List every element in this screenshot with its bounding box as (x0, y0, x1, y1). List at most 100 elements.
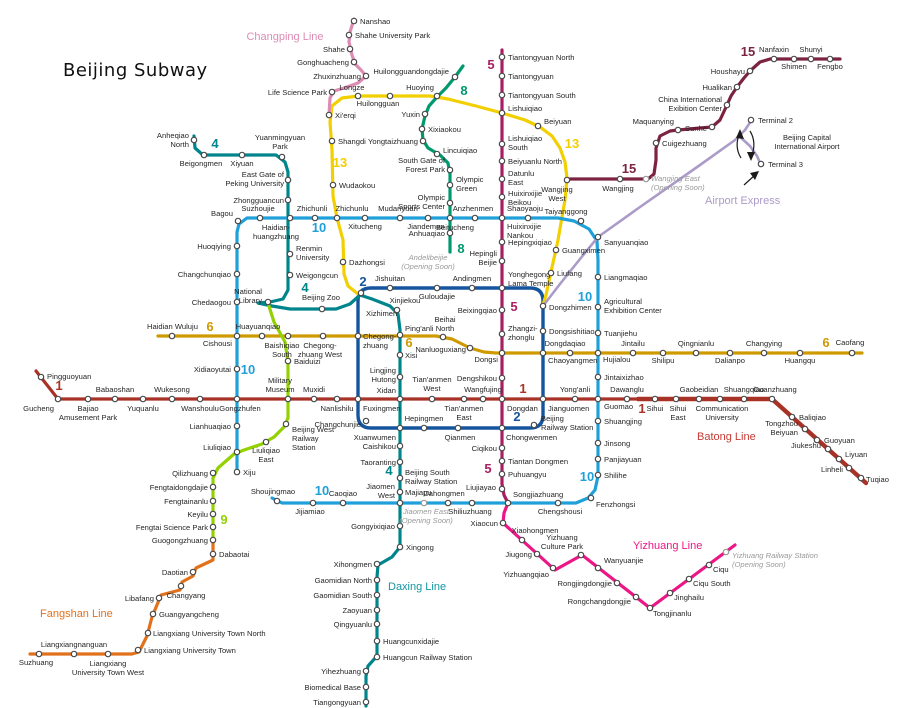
station-label-majiapu: Majiapu (405, 488, 432, 497)
station-changying (760, 349, 768, 357)
station-nanfaxin (770, 55, 778, 63)
station-label-jintaixizhao: Jintaixizhao (604, 373, 644, 382)
station-label-ciqu: Ciqu (713, 565, 729, 574)
line-badge-5: 5 (510, 299, 517, 314)
station-zhichunlu (333, 214, 341, 222)
station-fenzhongsi (587, 494, 595, 502)
station-songjiazhuang (504, 499, 512, 507)
station-guoyuan (813, 436, 821, 444)
station-label-sihui: Sihui (647, 404, 664, 413)
station-dengshikou (498, 374, 506, 382)
station-tian-anmen-east (460, 395, 468, 403)
station-label-jintailu: Jintailu (621, 339, 645, 348)
station-tian-anmen-west (428, 395, 436, 403)
station-shaoyaoju (524, 214, 532, 222)
station-label-terminal-2: Terminal 2 (758, 116, 793, 125)
station-label-xihongmen: Xihongmen (334, 560, 372, 569)
station-label-tuqiao: Tuqiao (866, 475, 889, 484)
station-label-fengtaidongdajie: Fengtaidongdajie (150, 483, 208, 492)
station-label-shahe: Shahe (323, 45, 345, 54)
station-linheli (845, 464, 853, 472)
station-chongwenmen (498, 424, 506, 432)
line-badge-2: 2 (359, 274, 366, 289)
station-label-huangcunxidajie: Huangcunxidajie (383, 637, 439, 646)
station-hepingxiqiao (498, 238, 506, 246)
station-dawanglu (623, 395, 631, 403)
station-fengbo (826, 55, 834, 63)
station-xidan (396, 395, 404, 403)
station-changchunjie (362, 417, 370, 425)
station-jiukeshu (824, 445, 832, 453)
station-suzhoujie (256, 214, 264, 222)
station-qingnianlu (692, 349, 700, 357)
station-beixingqiao (498, 306, 506, 314)
station-label-xizhimen: Xizhimen (366, 309, 397, 318)
station-wangjing-west (563, 176, 571, 184)
station-xi-erqi (325, 111, 333, 119)
station-beigongmen (200, 151, 208, 159)
station-jiandemen (424, 214, 432, 222)
station-label-huangqu: Huangqu (785, 356, 816, 365)
station-tongjinanlu (646, 604, 654, 612)
line-badge-9: 9 (220, 512, 227, 527)
station-wangjing-east (642, 175, 650, 183)
station-label-baiduizi: Baiduizi (294, 357, 321, 366)
station-wangjing (616, 175, 624, 183)
station-label-jianguomen: Jianguomen (548, 404, 589, 413)
station-huilongguan (386, 92, 394, 100)
station-label-liyuan: Liyuan (845, 450, 867, 459)
station-keyilu (209, 510, 217, 518)
station-daotian (189, 568, 197, 576)
station-chaoyangmen (539, 349, 547, 357)
station-xingong (396, 543, 404, 551)
station-shilihe (594, 471, 602, 479)
line-line4 (192, 134, 402, 708)
station-jintailu (629, 349, 637, 357)
station-weigongcun (286, 271, 294, 279)
station-label-beixingqiao: Beixingqiao (458, 306, 497, 315)
station-label-liujiayao: Liujiayao (466, 483, 496, 492)
line-badge-1: 1 (638, 401, 645, 416)
station-yizhuang-culture-park (577, 551, 585, 559)
station-beiyuan (534, 122, 542, 130)
station-lishuiqiao-south (498, 140, 506, 148)
station-yongtaizhuang (419, 137, 427, 145)
station-label-dongdan: Dongdan (507, 404, 538, 413)
station-label-gaomidian-north: Gaomidian North (315, 576, 372, 585)
station-qingyuanlu (373, 620, 381, 628)
station-terminal-2 (747, 116, 755, 124)
station-wanshoulu (196, 395, 204, 403)
station-label-xiaohongmen: Xiaohongmen (512, 526, 559, 535)
station-label-wukesong: Wukesong (154, 385, 190, 394)
station-changchunqiao (233, 270, 241, 278)
label-changping-line: Changping Line (246, 31, 323, 43)
station-label-yong-anli: Yong'anli (560, 385, 591, 394)
station-wangfujing (479, 395, 487, 403)
line-badge-5: 5 (484, 461, 491, 476)
station-tuqiao (857, 474, 865, 482)
station-chegong-zhuang (354, 332, 362, 340)
station-label-lincuiqiao: Lincuiqiao (443, 146, 477, 155)
station-label-zhuxinzhuang: Zhuxinzhuang (313, 72, 361, 81)
station-sanyuanqiao (594, 233, 602, 241)
station-label-xinjiekou: Xinjiekou (390, 296, 421, 305)
station-liangxiang-university-town (134, 646, 142, 654)
station-label-longze: Longze (340, 83, 365, 92)
station-label-caishikou: Caishikou (363, 442, 396, 451)
station-dalianpo (726, 349, 734, 357)
station-label-guangyangcheng: Guangyangcheng (159, 610, 219, 619)
station-andingmen (468, 284, 476, 292)
station-hepingmen (420, 424, 428, 432)
station-zhuxinzhuang (362, 72, 370, 80)
station-liujiayao (498, 485, 506, 493)
station-label-chegong-zhuang-west: Chegong-zhuang West (298, 341, 343, 359)
station-label-rongjingdongjie: Rongjingdongjie (558, 579, 612, 588)
station-jijiamiao (309, 499, 317, 507)
station-label-tiantongyuan-south: Tiantongyuan South (508, 91, 576, 100)
